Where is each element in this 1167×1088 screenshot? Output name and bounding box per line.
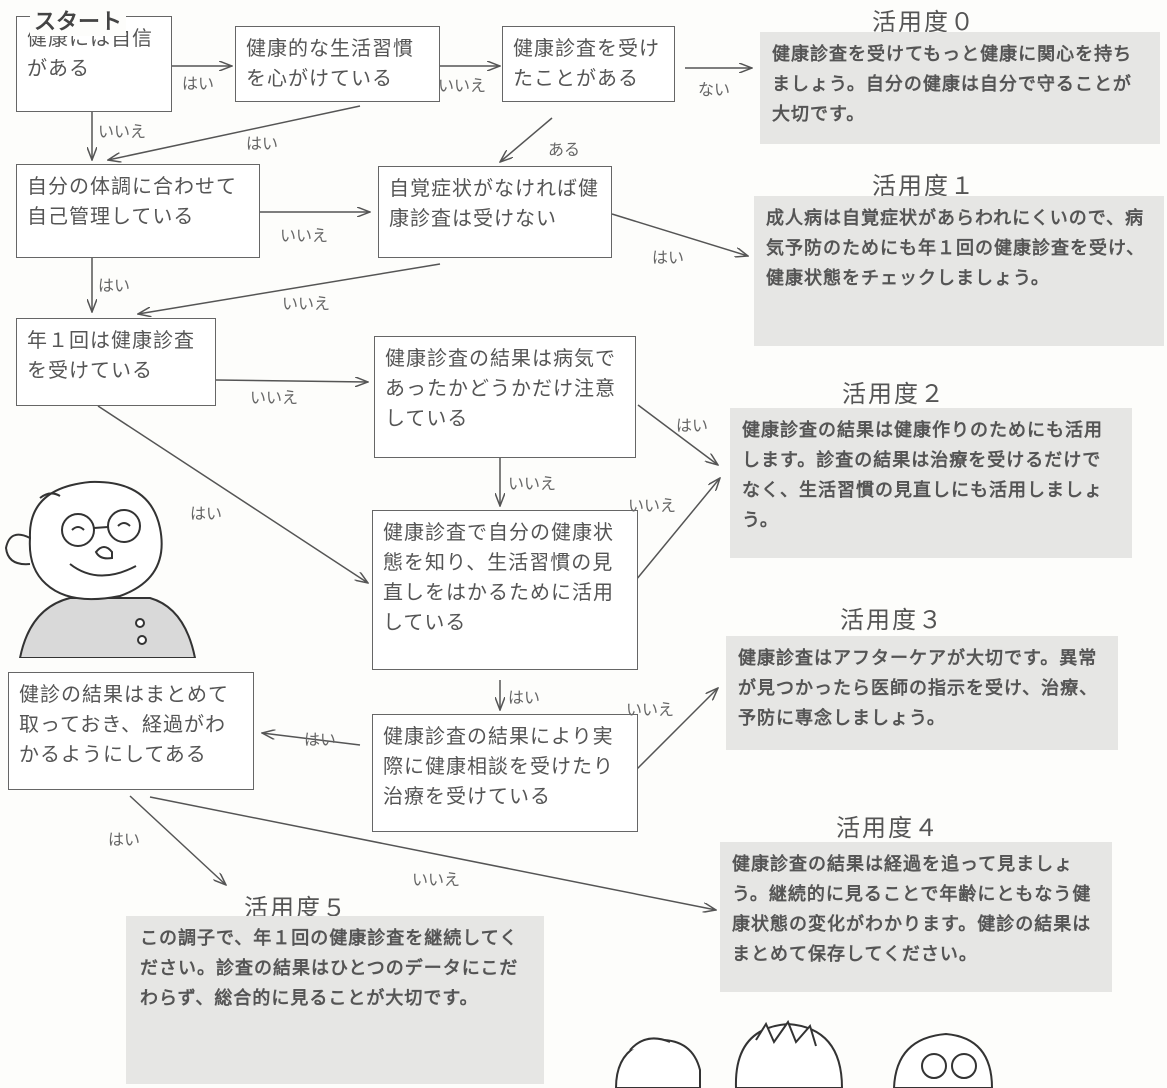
node-q4: 自分の体調に合わせて自己管理している bbox=[16, 164, 260, 258]
arrow-q9-r3 bbox=[635, 688, 718, 771]
arrow-q5-q6 bbox=[138, 263, 441, 314]
arrow-q9-q10 bbox=[262, 733, 361, 746]
result-0-text: 健康診査を受けてもっと健康に関心を持ちましょう。自分の健康は自分で守ることが大切… bbox=[760, 32, 1160, 144]
arrow-q6-q7 bbox=[215, 380, 368, 382]
node-q5: 自覚症状がなければ健康診査は受けない bbox=[378, 166, 612, 258]
edge-label-q5-r1: はい bbox=[652, 248, 685, 267]
arrow-q10-r5 bbox=[129, 795, 226, 885]
edge-label-q7-r2: はい bbox=[676, 416, 709, 435]
result-1-text: 成人病は自覚症状があらわれにくいので、病気予防のためにも年１回の健康診査を受け、… bbox=[754, 196, 1164, 346]
edge-label-q10-r5: はい bbox=[108, 830, 141, 849]
arrow-q8-r2 bbox=[635, 478, 720, 581]
edge-label-q3-r0: ない bbox=[698, 80, 731, 99]
result-3-title: 活用度３ bbox=[840, 606, 944, 634]
arrow-q6-q8 bbox=[97, 405, 368, 583]
result-4-title: 活用度４ bbox=[836, 814, 940, 842]
node-q3: 健康診査を受けたことがある bbox=[502, 26, 675, 102]
result-2-text: 健康診査の結果は健康作りのためにも活用します。診査の結果は治療を受けるだけでなく… bbox=[730, 408, 1132, 558]
node-q7: 健康診査の結果は病気であったかどうかだけ注意している bbox=[374, 336, 636, 458]
node-q2: 健康的な生活習慣を心がけている bbox=[235, 26, 440, 102]
arrow-q10-r4 bbox=[149, 796, 716, 910]
old-man-illustration bbox=[4, 480, 197, 658]
edge-label-q6-q8: はい bbox=[190, 504, 223, 523]
result-4-text: 健康診査の結果は経過を追って見ましょう。継続的に見ることで年齢にともなう健康状態… bbox=[720, 842, 1112, 992]
edge-label-q10-r4: いいえ bbox=[412, 870, 461, 889]
edge-label-q1-q2: はい bbox=[182, 74, 215, 93]
arrow-q3-q5 bbox=[500, 117, 553, 162]
node-q6: 年１回は健康診査を受けている bbox=[16, 318, 216, 406]
edge-label-q9-r3: いいえ bbox=[626, 700, 675, 719]
arrow-q7-r2 bbox=[637, 404, 718, 465]
edge-label-q9-q10: はい bbox=[304, 730, 337, 749]
start-label: スタート bbox=[30, 4, 127, 36]
edge-label-q8-r2: いいえ bbox=[628, 496, 677, 515]
edge-label-q2-q4: はい bbox=[246, 134, 279, 153]
arrow-q5-r1 bbox=[611, 213, 748, 256]
result-2-title: 活用度２ bbox=[842, 380, 946, 408]
result-0-title: 活用度０ bbox=[872, 8, 976, 36]
edge-label-q5-q6: いいえ bbox=[282, 294, 331, 313]
edge-label-q7-q8: いいえ bbox=[508, 474, 557, 493]
edge-label-q1-q4: いいえ bbox=[98, 122, 147, 141]
arrow-q2-q4 bbox=[108, 105, 361, 160]
node-q10: 健診の結果はまとめて取っておき、経過がわかるようにしてある bbox=[8, 672, 254, 790]
node-q8: 健康診査で自分の健康状態を知り、生活習慣の見直しをはかるために活用している bbox=[372, 510, 638, 670]
edge-label-q4-q6: はい bbox=[98, 276, 131, 295]
result-1-title: 活用度１ bbox=[872, 172, 976, 200]
result-5-text: この調子で、年１回の健康診査を継続してください。診査の結果はひとつのデータにこだ… bbox=[126, 916, 544, 1084]
edge-label-q3-q5: ある bbox=[548, 140, 581, 159]
result-3-text: 健康診査はアフターケアが大切です。異常が見つかったら医師の指示を受け、治療、予防… bbox=[726, 636, 1118, 750]
edge-label-q8-q9: はい bbox=[508, 688, 541, 707]
edge-label-q2-q3: いいえ bbox=[438, 76, 487, 95]
edge-label-q6-q7: いいえ bbox=[250, 388, 299, 407]
node-q9: 健康診査の結果により実際に健康相談を受けたり治療を受けている bbox=[372, 714, 638, 832]
family-illustration bbox=[614, 1020, 994, 1088]
edge-label-q4-q5: いいえ bbox=[280, 226, 329, 245]
